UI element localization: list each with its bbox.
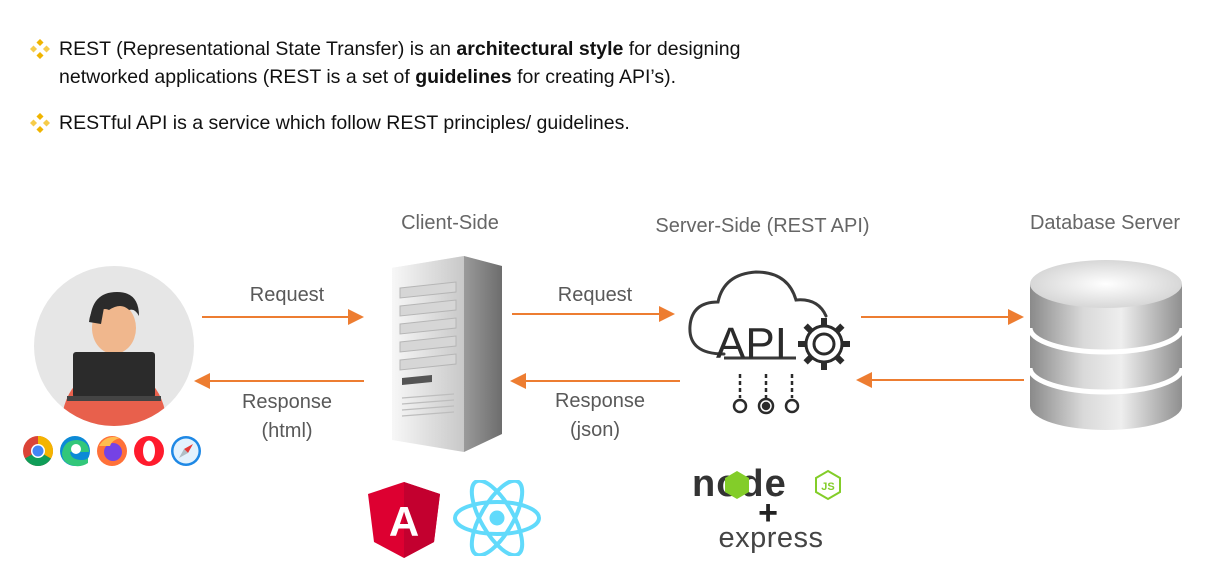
server-side-heading: Server-Side (REST API) [655, 215, 870, 237]
response-label-2: Response [554, 390, 646, 412]
angular-logo: A [368, 482, 440, 558]
js-badge: JS [821, 481, 834, 493]
request-label-2: Request [557, 284, 633, 306]
react-logo [453, 480, 541, 556]
nodejs-logo: node JS [692, 463, 841, 503]
user-laptop-icon [34, 266, 194, 426]
api-cloud-icon: API [688, 270, 850, 415]
database-icon [1027, 260, 1185, 430]
request-label-1: Request [249, 284, 325, 306]
safari-icon [171, 436, 201, 466]
diamond-bullet-icon [30, 113, 50, 133]
response-label-1: Response [241, 391, 333, 413]
angular-letter: A [389, 498, 419, 545]
bullet-text-2: RESTful API is a service which follow RE… [59, 112, 630, 134]
plus-sign: + [758, 494, 778, 532]
opera-icon [134, 436, 164, 466]
response-type-json: (json) [569, 419, 620, 441]
server-tower-icon [392, 256, 502, 452]
diamond-bullet-icon [30, 39, 50, 59]
response-type-html: (html) [261, 420, 313, 442]
browser-icons [23, 436, 201, 467]
bold-architectural-style: architectural style [456, 38, 624, 60]
express-logo: express [718, 522, 824, 554]
api-text: API [716, 319, 787, 368]
database-server-heading: Database Server [1029, 212, 1181, 234]
client-side-heading: Client-Side [401, 212, 499, 234]
chrome-icon [23, 436, 54, 467]
firefox-icon [97, 436, 127, 466]
bold-guidelines: guidelines [415, 66, 512, 88]
edge-icon [60, 436, 90, 467]
gear-icon [798, 318, 850, 370]
bullet-text-1: REST (Representational State Transfer) i… [59, 38, 741, 88]
